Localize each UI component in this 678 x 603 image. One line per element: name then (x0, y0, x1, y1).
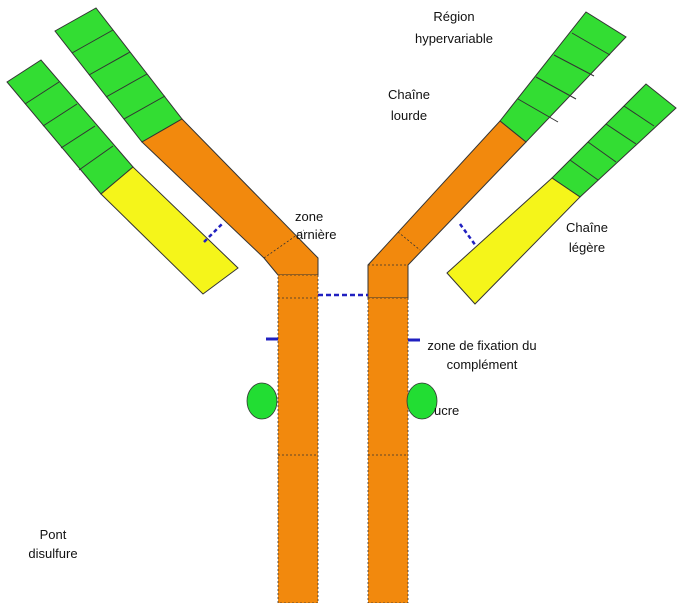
right-heavy-stem (368, 298, 408, 603)
zone-charniere-label-line1: zone (295, 209, 323, 224)
left-heavy-chain (55, 8, 318, 603)
disulfide-bridges (204, 224, 476, 340)
pont-disulfure-label-line2: disulfure (28, 546, 77, 561)
sucre-label: ucre (434, 403, 459, 418)
right-light-chain (447, 84, 676, 304)
right-sugar (407, 383, 437, 419)
right-interchain-bridge (460, 224, 476, 246)
chaine-lourde-label-line2: lourde (391, 108, 427, 123)
left-heavy-stem (278, 275, 318, 603)
left-sugar (247, 383, 277, 419)
right-light-variable-region (552, 84, 676, 197)
zone-charniere-label-line2: arnière (296, 227, 336, 242)
fixation-complement-label-line1: zone de fixation du (427, 338, 536, 353)
chaine-lourde-label-line1: Chaîne (388, 87, 430, 102)
region-hypervariable-label-line1: Région (433, 9, 474, 24)
fixation-complement-label-line2: complément (447, 357, 518, 372)
left-interchain-bridge (204, 224, 222, 242)
chaine-legere-label-line2: légère (569, 240, 605, 255)
pont-disulfure-label-line1: Pont (40, 527, 67, 542)
chaine-legere-label-line1: Chaîne (566, 220, 608, 235)
region-hypervariable-label-line2: hypervariable (415, 31, 493, 46)
